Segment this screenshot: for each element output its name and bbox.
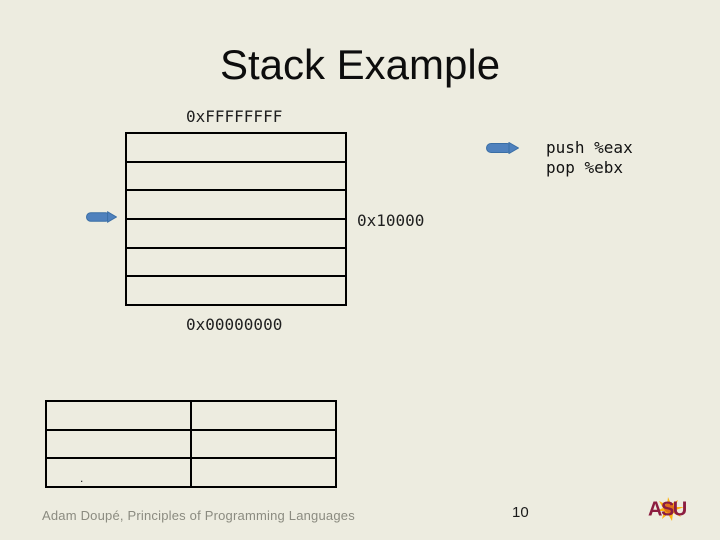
assembly-code: push %eax pop %ebx xyxy=(546,138,633,178)
asu-logo-text: ASU xyxy=(648,499,687,521)
stack-row xyxy=(127,246,345,276)
stack-row xyxy=(127,189,345,218)
stack-pointer-arrow-icon xyxy=(86,211,117,223)
code-line-pop: pop %ebx xyxy=(546,158,624,177)
arrow-head xyxy=(508,142,519,154)
stack-table xyxy=(125,132,347,306)
asu-sunburst-icon xyxy=(656,497,684,521)
code-pointer-arrow-icon xyxy=(486,142,519,154)
table-row xyxy=(47,402,335,429)
page-number: 10 xyxy=(512,504,529,521)
page-title: Stack Example xyxy=(219,41,501,88)
stack-row xyxy=(127,134,345,161)
table-cell: . xyxy=(47,459,192,487)
arrow-body xyxy=(486,143,512,153)
bottom-table: . xyxy=(45,400,337,488)
footer-author: Adam Doupé, Principles of Programming La… xyxy=(42,508,355,523)
table-row xyxy=(47,428,335,458)
stack-row xyxy=(127,218,345,247)
table-cell xyxy=(192,431,335,458)
table-cell xyxy=(192,459,335,486)
stack-pointer-address-label: 0x10000 xyxy=(357,211,425,230)
stack-top-address-label: 0xFFFFFFFF xyxy=(186,107,283,126)
table-row: . xyxy=(47,457,335,487)
stack-bottom-address-label: 0x00000000 xyxy=(186,315,283,334)
table-cell xyxy=(192,402,335,429)
arrow-body xyxy=(86,212,111,222)
stack-row xyxy=(127,275,345,304)
table-cell xyxy=(47,402,192,429)
code-line-push: push %eax xyxy=(546,138,633,157)
stack-row xyxy=(127,160,345,190)
arrow-head xyxy=(107,211,117,223)
table-cell xyxy=(47,430,192,458)
sun-core xyxy=(664,503,674,513)
asu-logo: ASU xyxy=(648,497,694,521)
